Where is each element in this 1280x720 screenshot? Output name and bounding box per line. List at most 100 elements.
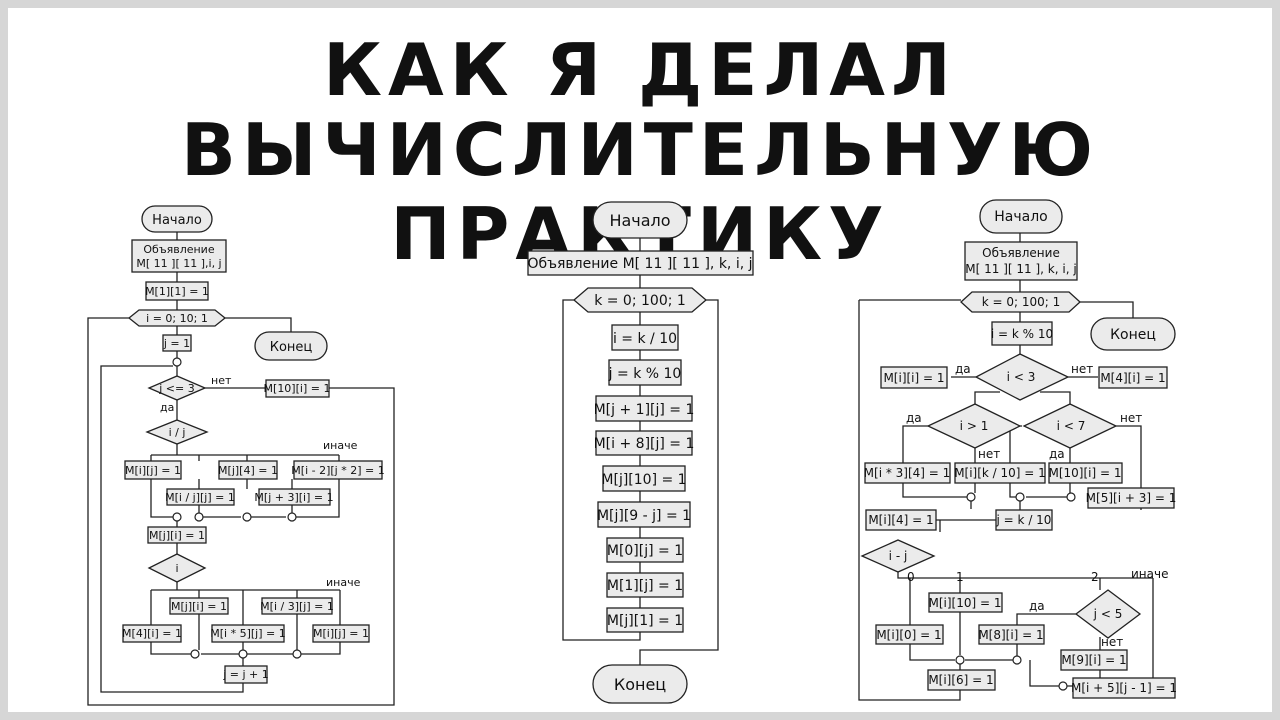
left-switch-1-label: i / j [169, 426, 186, 439]
right-cond4-label: j < 5 [1093, 607, 1123, 621]
middle-s4 [595, 430, 693, 456]
right-e1-label: M[i][4] = 1 [868, 513, 933, 527]
right-cond2 [926, 403, 1022, 449]
left-loop [127, 309, 227, 327]
left-b2-label: M[j][4] = 1 [218, 464, 278, 477]
middle-s5-label: M[j][10] = 1 [601, 472, 686, 488]
right-cond1-yes: да [955, 362, 971, 376]
left-cond [147, 375, 207, 401]
left-inc [224, 665, 268, 684]
middle-s3-label: M[j + 1][j] = 1 [594, 402, 695, 418]
right-switch-label: i - j [889, 549, 908, 563]
right-cond1-no: нет [1071, 362, 1093, 376]
left-end-label: Конец [270, 340, 313, 355]
right-a1 [880, 366, 948, 389]
left-b1-label: M[i][j] = 1 [125, 464, 181, 477]
right-cond3-label: i < 7 [1057, 419, 1086, 433]
right-f4-label: M[9][i] = 1 [1061, 653, 1126, 667]
middle-loop [573, 287, 707, 313]
middle-s9-label: M[j][1] = 1 [607, 613, 683, 629]
middle-end [592, 664, 688, 704]
middle-s6 [597, 501, 691, 528]
left-no-branch-label: M[10][i] = 1 [264, 382, 331, 395]
right-s1 [991, 321, 1053, 346]
right-f5-label: M[i][6] = 1 [928, 673, 993, 687]
right-f5 [927, 669, 996, 691]
title-line-1: КАК Я ДЕЛАЛ [323, 28, 957, 112]
left-c3 [122, 624, 182, 643]
flowchart-middle: Начало Объявление M[ 11 ][ 11 ], k, i, j… [527, 201, 754, 704]
right-start [979, 199, 1063, 234]
left-j-init [162, 334, 192, 352]
right-f2 [875, 624, 944, 645]
right-f1-label: M[i][10] = 1 [928, 596, 1001, 610]
left-c5-label: M[i][j] = 1 [313, 627, 369, 640]
left-inc-label: j = j + 1 [222, 668, 269, 681]
right-f6-label: M[i + 5][j - 1] = 1 [1071, 681, 1177, 695]
middle-s9 [606, 607, 684, 633]
middle-s7 [606, 537, 684, 563]
right-d1 [864, 462, 951, 484]
middle-s5 [602, 465, 686, 492]
middle-loop-label: k = 0; 100; 1 [594, 293, 686, 309]
middle-s2 [608, 359, 682, 386]
left-junctions [172, 357, 302, 659]
right-f1 [928, 592, 1003, 613]
left-cond-yes: да [160, 401, 174, 414]
left-b5 [258, 488, 331, 506]
middle-s3 [595, 395, 693, 422]
right-else: иначе [1131, 567, 1168, 581]
middle-declare [527, 250, 754, 276]
left-switch-2-label: i [175, 562, 178, 575]
right-start-label: Начало [994, 209, 1047, 225]
left-b3 [293, 460, 383, 480]
right-f3-label: M[8][i] = 1 [978, 628, 1043, 642]
right-f3 [978, 624, 1045, 645]
right-d4-label: M[5][i + 3] = 1 [1086, 491, 1177, 505]
right-declare-label-2: M[ 11 ][ 11 ], k, i, j [965, 262, 1076, 276]
left-c4-label: M[i * 5][j] = 1 [210, 627, 285, 640]
right-cond3-no: нет [1120, 411, 1142, 425]
right-end-label: Конец [1110, 327, 1156, 343]
middle-s8 [606, 572, 684, 598]
middle-s2-label: j = k % 10 [608, 366, 682, 382]
right-switch [860, 539, 936, 573]
right-end [1090, 317, 1176, 351]
right-cond1 [974, 353, 1070, 401]
right-cond1-label: i < 3 [1007, 370, 1036, 384]
right-cond4-yes: да [1029, 599, 1045, 613]
left-c2 [261, 597, 333, 615]
right-d4 [1087, 487, 1175, 509]
right-declare-label-1: Объявление [982, 246, 1060, 260]
flowchart-right: Начало Объявление M[ 11 ][ 11 ], k, i, j… [858, 199, 1177, 701]
middle-s1-label: i = k / 10 [613, 331, 677, 347]
right-loop-label: k = 0; 100; 1 [982, 295, 1061, 309]
left-c1-label: M[j][i] = 1 [171, 600, 227, 613]
left-b1 [124, 460, 182, 480]
middle-s8-label: M[1][j] = 1 [607, 578, 683, 594]
left-switch-1 [145, 419, 209, 445]
right-d2 [954, 462, 1046, 484]
right-case-1: 1 [956, 570, 964, 584]
left-cond-no: нет [211, 374, 232, 387]
middle-s1 [611, 324, 679, 351]
middle-start [592, 201, 688, 239]
right-d2-label: M[i][k / 10] = 1 [954, 466, 1046, 480]
title-line-2: ВЫЧИСЛИТЕЛЬНУЮ ПРАКТИКУ [180, 108, 1100, 276]
right-case-2: 2 [1091, 570, 1099, 584]
right-f6 [1072, 677, 1176, 699]
left-end [254, 331, 328, 361]
right-cond4 [1074, 589, 1142, 639]
left-start-label: Начало [152, 213, 202, 228]
right-a1-label: M[i][i] = 1 [883, 371, 944, 385]
right-loop [960, 291, 1081, 313]
middle-s7-label: M[0][j] = 1 [607, 543, 683, 559]
left-declare-label-2: M[ 11 ][ 11 ],i, j [136, 257, 221, 270]
left-connectors [87, 232, 395, 706]
right-declare [964, 241, 1078, 281]
left-loop-label: i = 0; 10; 1 [146, 312, 208, 325]
middle-connectors [562, 238, 719, 665]
right-cond4-no: нет [1101, 635, 1123, 649]
left-no-branch [265, 379, 330, 398]
